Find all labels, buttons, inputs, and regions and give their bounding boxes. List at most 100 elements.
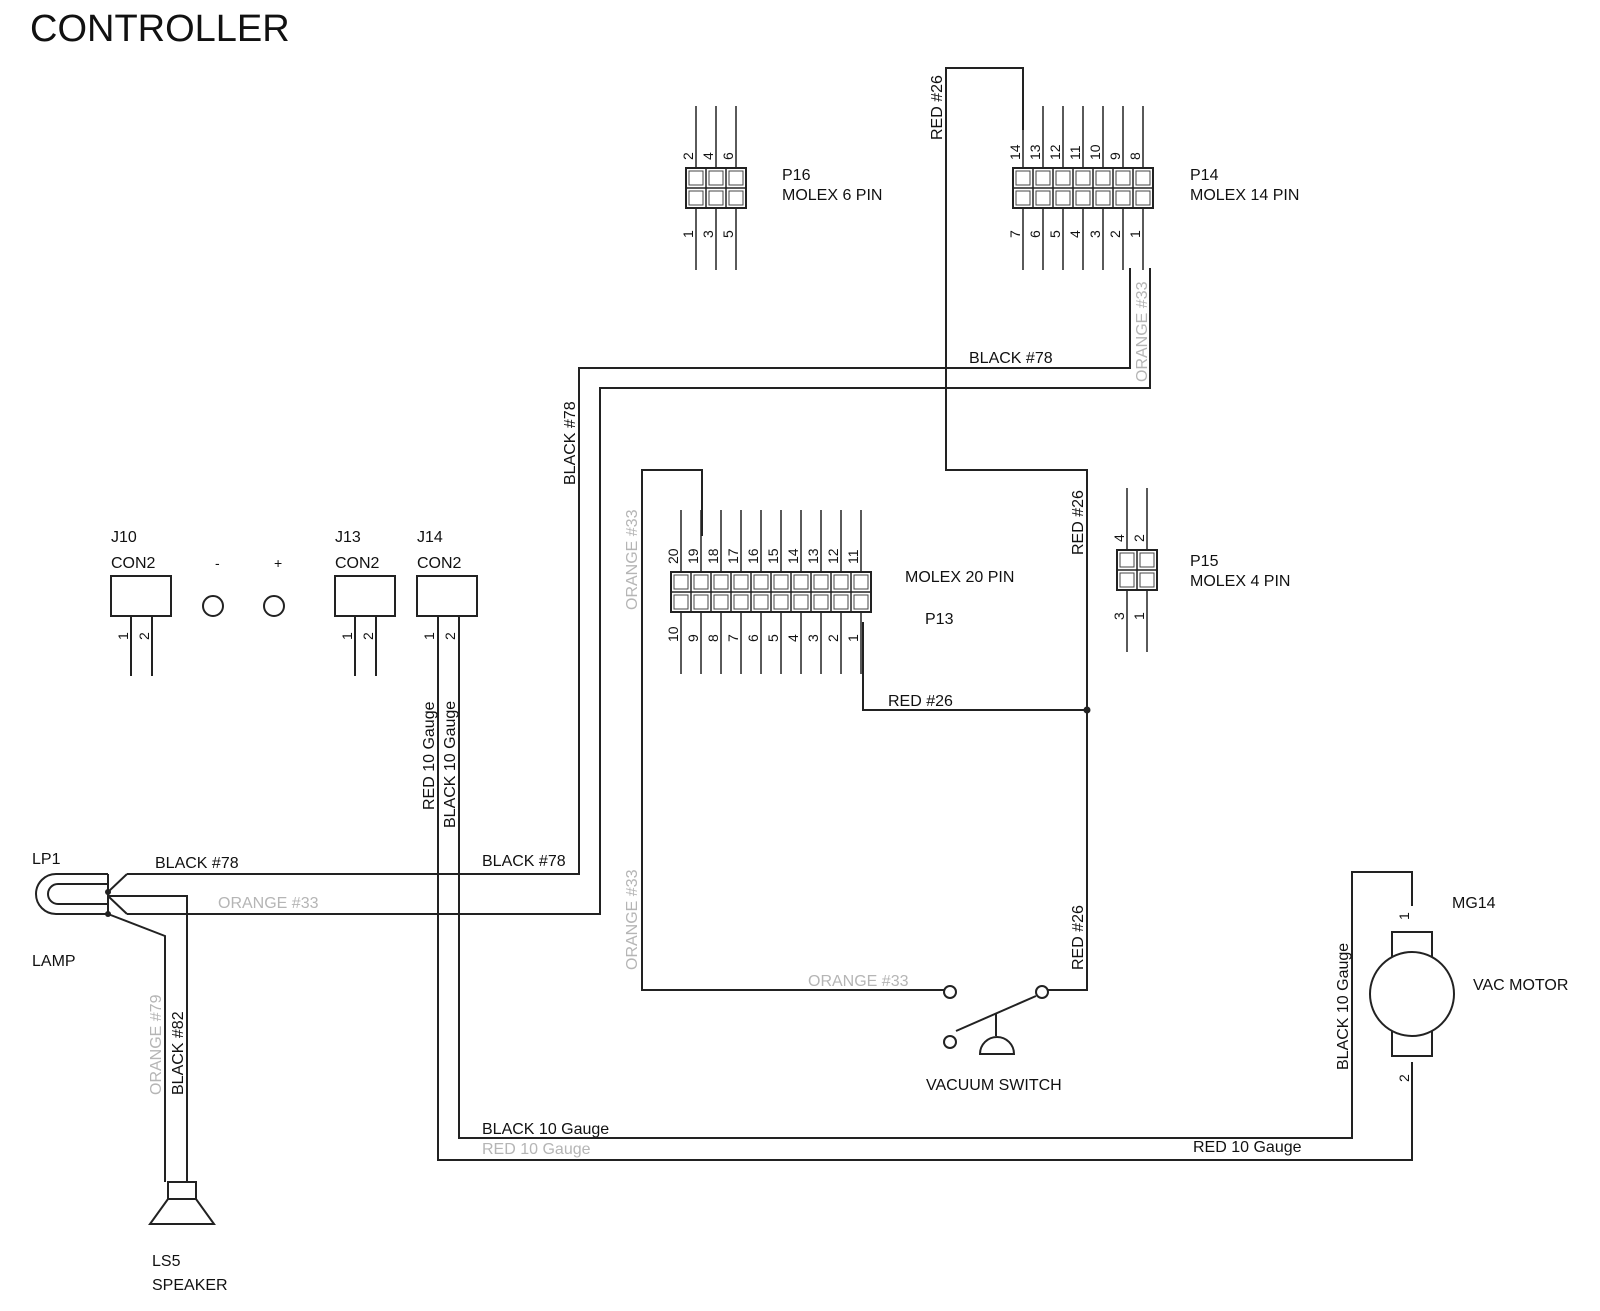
p16-pin-top: 2: [680, 152, 696, 160]
j14-body: [416, 575, 478, 617]
p16-pin-top: 4: [700, 152, 716, 160]
motor-pin-1: 1: [1396, 912, 1412, 920]
wire-label-red10-right: RED 10 Gauge: [1193, 1139, 1302, 1156]
wire-label-black10-j14: BLACK 10 Gauge: [442, 701, 459, 828]
terminal-plus-label: +: [274, 555, 282, 571]
p13-pin-top: 19: [685, 548, 701, 564]
speaker-cone-icon: [148, 1198, 216, 1225]
j10-body: [110, 575, 172, 617]
p13-pin-bottom: 4: [785, 634, 801, 642]
p13-pin-top: 17: [725, 548, 741, 564]
p13-pin-top: 12: [825, 548, 841, 564]
j13-pin-2: 2: [360, 632, 376, 640]
p14-pin-bottom: 3: [1087, 230, 1103, 238]
j14-pin-2: 2: [442, 632, 458, 640]
p13-pin-top: 18: [705, 548, 721, 564]
p14-pin-bottom: 6: [1027, 230, 1043, 238]
p14-pin-top: 14: [1007, 144, 1023, 160]
connector-j14: J14 CON2 1 2: [416, 529, 478, 640]
p14-pin-top: 8: [1127, 152, 1143, 160]
p13-pin-bottom: 1: [845, 634, 861, 642]
j10-pin-2: 2: [136, 632, 152, 640]
p16-pin-bottom: 1: [680, 230, 696, 238]
j14-name: J14: [417, 529, 443, 546]
j10-pin-1: 1: [115, 632, 131, 640]
p16-type: MOLEX 6 PIN: [782, 187, 882, 204]
p15-type: MOLEX 4 PIN: [1190, 573, 1290, 590]
p13-pin-bottom: 9: [685, 634, 701, 642]
speaker-name: SPEAKER: [152, 1277, 228, 1294]
wire-label-orange-switch: ORANGE #33: [808, 973, 909, 990]
vacuum-sensor-icon: [978, 1036, 1016, 1055]
p13-pin-bottom: 5: [765, 634, 781, 642]
wire-label-orange-p13: ORANGE #33: [624, 509, 641, 610]
lamp-ref: LP1: [32, 851, 61, 868]
wire-label-red10-j14: RED 10 Gauge: [421, 701, 438, 810]
wire-label-red10-bottom: RED 10 Gauge: [482, 1141, 591, 1158]
p13-pin-top: 14: [785, 548, 801, 564]
switch-contact-right: [1035, 985, 1049, 999]
j14-type: CON2: [417, 555, 462, 572]
p14-pin-top: 11: [1067, 145, 1083, 160]
j14-pin-1: 1: [421, 632, 437, 640]
wire-label-orange-p14: ORANGE #33: [1134, 281, 1151, 382]
wire-label-black78-mid: BLACK #78: [482, 853, 566, 870]
p13-pin-top: 11: [845, 549, 861, 564]
p13-type: MOLEX 20 PIN: [905, 569, 1014, 586]
p13-pin-top: 15: [765, 548, 781, 564]
wire-label-red26-switch: RED #26: [1070, 905, 1087, 970]
p15-pin-top: 2: [1131, 534, 1147, 542]
p14-pin-top: 9: [1107, 152, 1123, 160]
p14-pin-bottom: 2: [1107, 230, 1123, 238]
motor-ref: MG14: [1452, 895, 1496, 912]
p13-pin-top: 13: [805, 548, 821, 564]
lamp: LP1 LAMP: [32, 851, 111, 970]
diagram-title: CONTROLLER: [30, 8, 290, 50]
speaker: LS5 SPEAKER: [148, 1181, 228, 1294]
lamp-bulb-icon: [35, 873, 108, 915]
motor-pin-2: 2: [1396, 1074, 1412, 1082]
p14-pin-bottom: 1: [1127, 230, 1143, 238]
p13-pin-bottom: 8: [705, 634, 721, 642]
p16-pin-bottom: 5: [720, 230, 736, 238]
terminal-minus: -: [202, 555, 224, 617]
wires: [107, 67, 1413, 1182]
connector-j13: J13 CON2 1 2: [334, 529, 396, 676]
p13-pin-bottom: 7: [725, 634, 741, 642]
lamp-name: LAMP: [32, 953, 76, 970]
wire-label-black10-motor: BLACK 10 Gauge: [1335, 943, 1352, 1070]
motor-name: VAC MOTOR: [1473, 977, 1568, 994]
switch-lever: [955, 995, 1037, 1032]
vacuum-switch-label: VACUUM SWITCH: [926, 1077, 1062, 1094]
p13-pin-bottom: 10: [665, 626, 681, 642]
j10-type: CON2: [111, 555, 156, 572]
p15-pin-bottom: 3: [1111, 612, 1127, 620]
p14-pin-bottom: 4: [1067, 230, 1083, 238]
p13-pin-bottom: 2: [825, 634, 841, 642]
wire-label-black82: BLACK #82: [170, 1011, 187, 1095]
j13-body: [334, 575, 396, 617]
p15-pin-bottom: 1: [1131, 612, 1147, 620]
connector-j10: J10 CON2 1 2: [110, 529, 172, 676]
wire-label-red26-right: RED #26: [1070, 490, 1087, 555]
speaker-magnet: [167, 1181, 197, 1200]
j13-name: J13: [335, 529, 361, 546]
p13-name: P13: [925, 611, 954, 628]
p15-name: P15: [1190, 553, 1219, 570]
connector-p15: 4 3 2 1 P15 MOLEX 4 PIN: [1111, 488, 1290, 652]
p14-pin-top: 12: [1047, 144, 1063, 160]
wire-label-orange-lower: ORANGE #33: [624, 869, 641, 970]
vacuum-switch: VACUUM SWITCH: [926, 985, 1062, 1094]
p15-pin-top: 4: [1111, 534, 1127, 542]
speaker-ref: LS5: [152, 1253, 181, 1270]
terminal-plus: +: [263, 555, 285, 617]
p14-pin-bottom: 7: [1007, 230, 1023, 238]
p13-pin-bottom: 6: [745, 634, 761, 642]
vac-motor: MG14 1 2 VAC MOTOR: [1369, 895, 1568, 1082]
wire-label-orange-lamp: ORANGE #33: [218, 895, 319, 912]
j13-pin-1: 1: [339, 632, 355, 640]
p16-pin-top: 6: [720, 152, 736, 160]
